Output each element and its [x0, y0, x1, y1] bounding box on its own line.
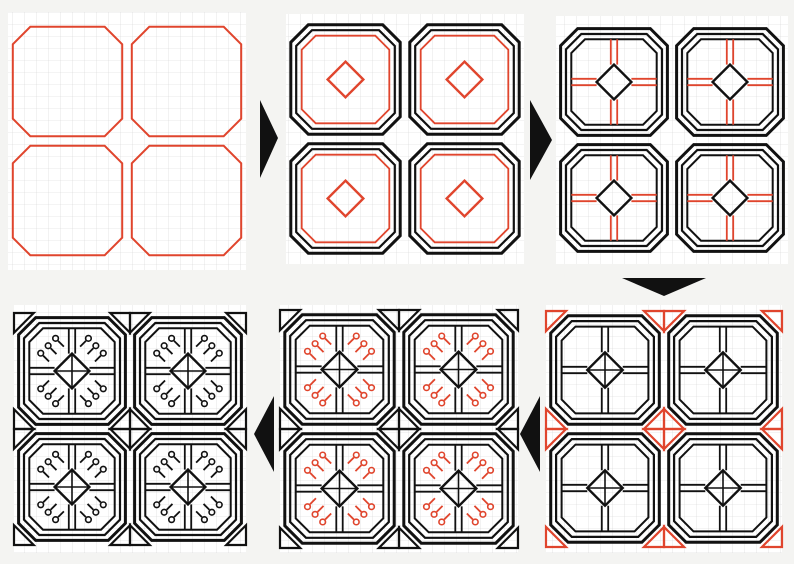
step-panel-3 [556, 16, 788, 264]
step-panel-4 [546, 305, 782, 553]
arrow-left-icon [520, 396, 540, 472]
step-panel-5 [280, 305, 518, 553]
step-panel-2 [286, 14, 524, 264]
panel-grid [286, 14, 524, 264]
panel-grid [8, 12, 246, 270]
arrow-right-icon [530, 100, 552, 180]
panel-grid [556, 16, 788, 264]
arrow-down-icon [622, 278, 706, 296]
step-panel-6 [14, 305, 246, 553]
step-panel-1 [8, 12, 246, 270]
arrow-left-icon [254, 396, 274, 472]
arrow-right-icon [260, 100, 278, 178]
